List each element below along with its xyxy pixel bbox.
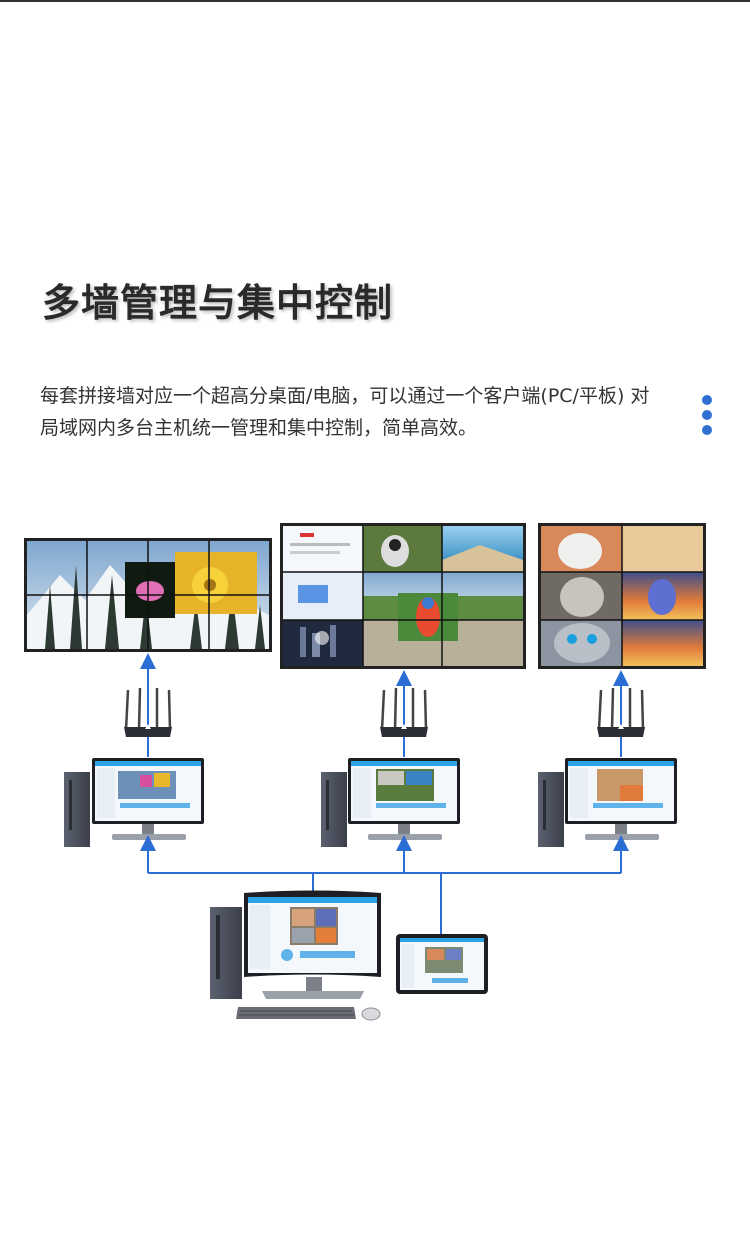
monitor-icon (348, 758, 460, 840)
router-icon (124, 687, 172, 737)
keyboard-icon (236, 1007, 356, 1019)
video-wall-icon (538, 523, 706, 669)
monitor-icon (92, 758, 204, 840)
video-wall-icon (24, 538, 272, 652)
top-divider (0, 0, 750, 2)
monitor-icon (565, 758, 677, 840)
router-icon (380, 687, 428, 737)
desktop-pc-icon (321, 772, 347, 847)
video-wall-icon (280, 523, 526, 669)
mouse-icon (361, 1007, 381, 1021)
desktop-pc-icon (64, 772, 90, 847)
desktop-pc-icon (538, 772, 564, 847)
more-icon (702, 395, 714, 440)
desktop-pc-icon (210, 907, 242, 999)
page-title: 多墙管理与集中控制 (42, 281, 394, 325)
router-icon (597, 687, 645, 737)
description-text: 每套拼接墙对应一个超高分桌面/电脑，可以通过一个客户端(PC/平板) 对局域网内… (40, 385, 650, 439)
tablet-icon (396, 934, 488, 994)
network-diagram (0, 505, 750, 1045)
monitor-icon (244, 890, 381, 999)
